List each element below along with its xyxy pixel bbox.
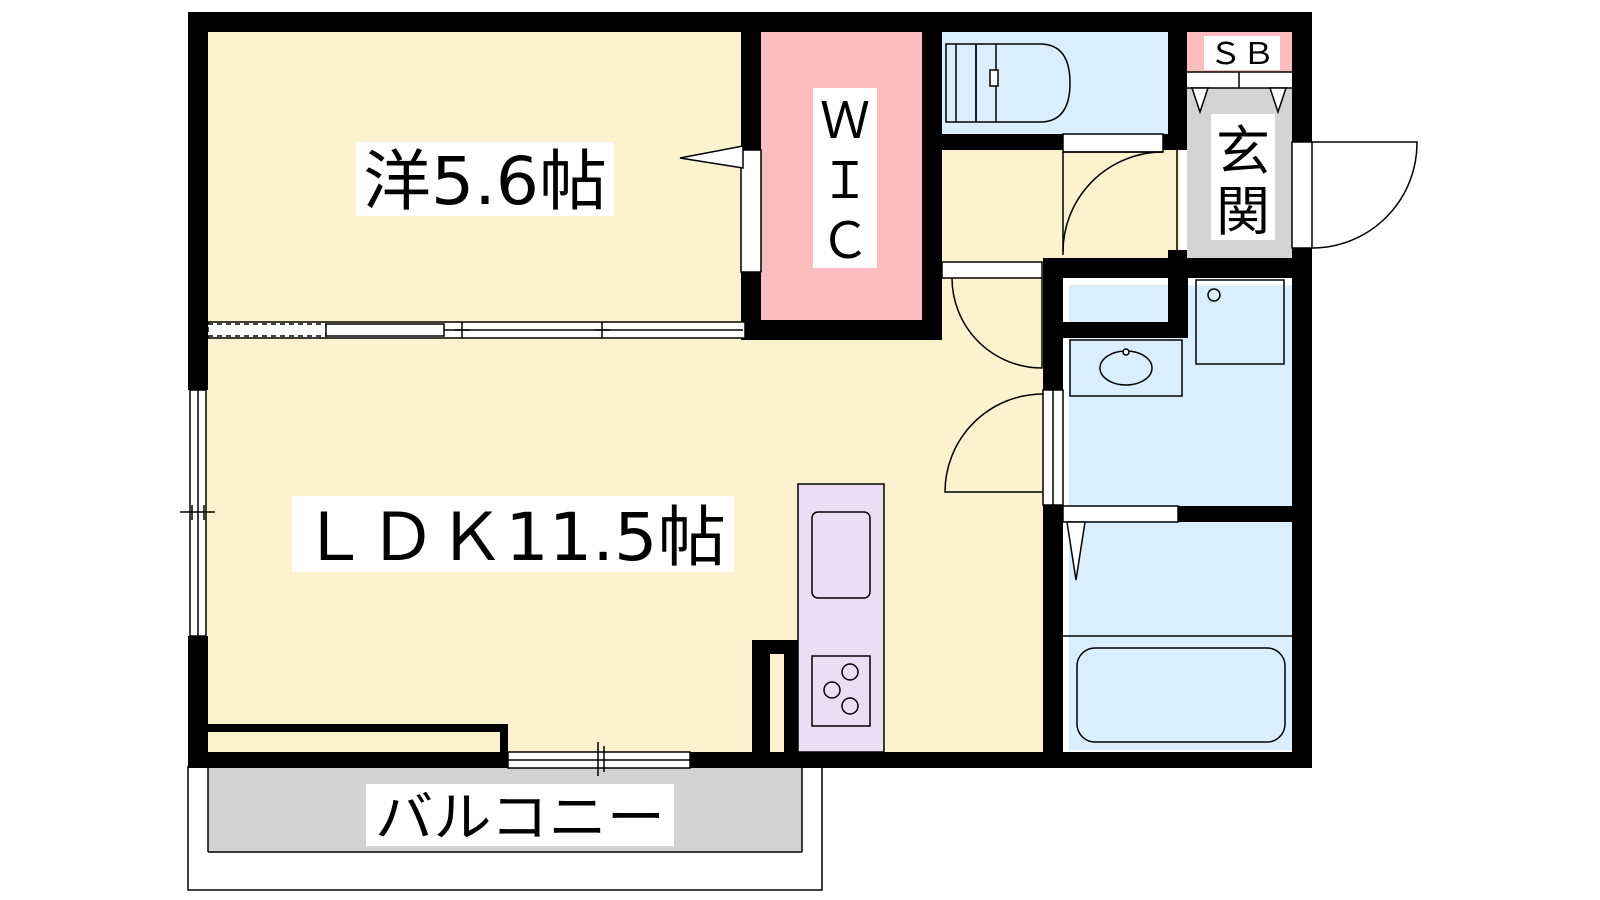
toilet-floor [942, 32, 1170, 134]
entrance-label-2: 関 [1216, 180, 1270, 243]
entrance-door-frame [1291, 141, 1313, 249]
kitchen-counter [797, 483, 885, 753]
hall-doors [941, 261, 1064, 506]
washing-machine-space [1195, 279, 1285, 365]
ldk-label: ＬＤＫ11.5帖 [300, 499, 726, 576]
kitchen-sink [811, 511, 871, 599]
toilet-door [1062, 133, 1164, 255]
wic-label-w: Ｗ [820, 92, 870, 150]
entrance-details [1176, 71, 1418, 250]
stove [811, 655, 871, 727]
bathtub [1063, 635, 1292, 743]
wic-label-c: Ｃ [820, 212, 870, 270]
shoe-box-label: ＳＢ [1209, 37, 1275, 72]
balcony-outline [187, 766, 823, 891]
windows [180, 389, 691, 776]
western-room-label: 洋5.6帖 [363, 143, 607, 220]
sliding-partition [207, 321, 746, 339]
entrance-label-1: 玄 [1216, 120, 1270, 183]
hall-floor-lower [940, 272, 1051, 412]
wic-door [679, 145, 762, 273]
hall-floor [940, 150, 1180, 272]
wash-basin [1069, 339, 1183, 397]
balcony-label: バルコニー [375, 786, 665, 849]
toilet-fixture [945, 43, 1071, 123]
wic-label-i: Ｉ [820, 152, 870, 210]
washroom-fixtures [1062, 279, 1285, 581]
